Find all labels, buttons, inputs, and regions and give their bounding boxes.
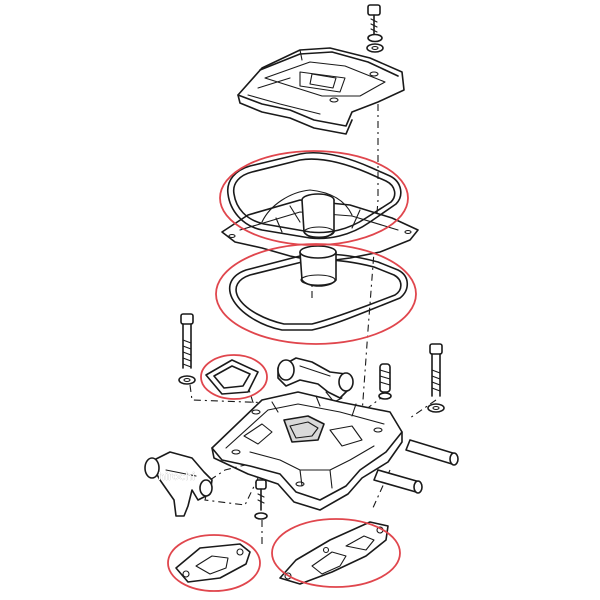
left-bolt-washer xyxy=(178,375,196,385)
dowel-pin-lower xyxy=(373,469,423,494)
upper-rocker-cover xyxy=(237,47,405,135)
threaded-pin xyxy=(378,363,392,400)
highlight-markers xyxy=(167,150,417,592)
upper-cover-gasket xyxy=(226,151,402,240)
left-bolt xyxy=(180,313,194,369)
small-bottom-screw xyxy=(254,479,268,520)
highlight-square-gasket xyxy=(200,354,268,400)
top-screw xyxy=(367,4,381,35)
bottom-left-gasket xyxy=(175,543,251,583)
watermark-text: hirochi xyxy=(158,470,195,483)
center-collar xyxy=(299,245,337,287)
top-washers xyxy=(366,33,384,53)
dowel-pin-upper xyxy=(405,439,459,466)
highlight-upper-gasket xyxy=(219,150,409,246)
left-rocker-arm xyxy=(144,451,213,517)
lower-gasket xyxy=(228,253,409,331)
right-bolt xyxy=(429,343,443,397)
right-rocker-arm xyxy=(277,357,354,403)
highlight-lower-gasket xyxy=(215,243,417,345)
highlight-bottom-left-gasket xyxy=(167,534,261,592)
right-bolt-washer xyxy=(427,403,445,413)
bottom-right-gasket xyxy=(279,521,389,585)
small-square-gasket xyxy=(205,359,259,395)
lower-rocker-base xyxy=(211,391,403,511)
highlight-bottom-right-gasket xyxy=(271,518,401,588)
